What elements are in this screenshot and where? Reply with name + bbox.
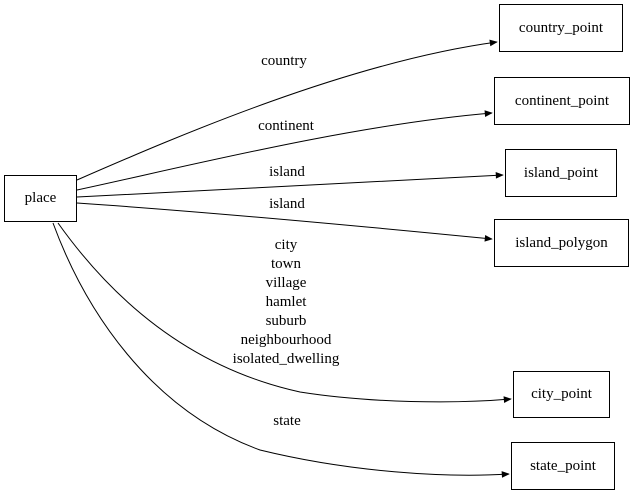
edge-label-line: town: [271, 256, 301, 272]
edge-place-island-polygon: [76, 202, 493, 242]
edge-label-country: country: [261, 53, 307, 69]
node-continent-point: continent_point: [494, 77, 630, 125]
edge-place-island-point: [76, 171, 504, 198]
edge-place-state-point: [52, 222, 510, 478]
edge-label-line: hamlet: [265, 294, 307, 310]
edge-label-state: state: [273, 413, 301, 429]
node-city-point: city_point: [513, 371, 610, 418]
edge-place-country-point: [76, 39, 498, 181]
edge-label-line: suburb: [265, 313, 307, 329]
edge-label-island-point: island: [269, 164, 305, 180]
node-state-point: state_point: [511, 442, 615, 490]
node-island-polygon: island_polygon: [494, 219, 629, 267]
edge-label-line: city: [274, 237, 298, 253]
edge-label-line: village: [265, 275, 307, 291]
edge-label-city-point: city town village hamlet suburb neighbou…: [233, 236, 340, 369]
node-country-point: country_point: [499, 4, 623, 52]
node-place: place: [4, 175, 77, 222]
edge-place-continent-point: [76, 110, 493, 191]
edge-label-line: neighbourhood: [240, 332, 332, 348]
edge-label-island-polygon: island: [269, 196, 305, 212]
edge-label-line: isolated_dwelling: [232, 351, 340, 367]
node-island-point: island_point: [505, 149, 617, 197]
edge-label-continent: continent: [258, 118, 314, 134]
edge-place-city-point: [57, 222, 512, 403]
